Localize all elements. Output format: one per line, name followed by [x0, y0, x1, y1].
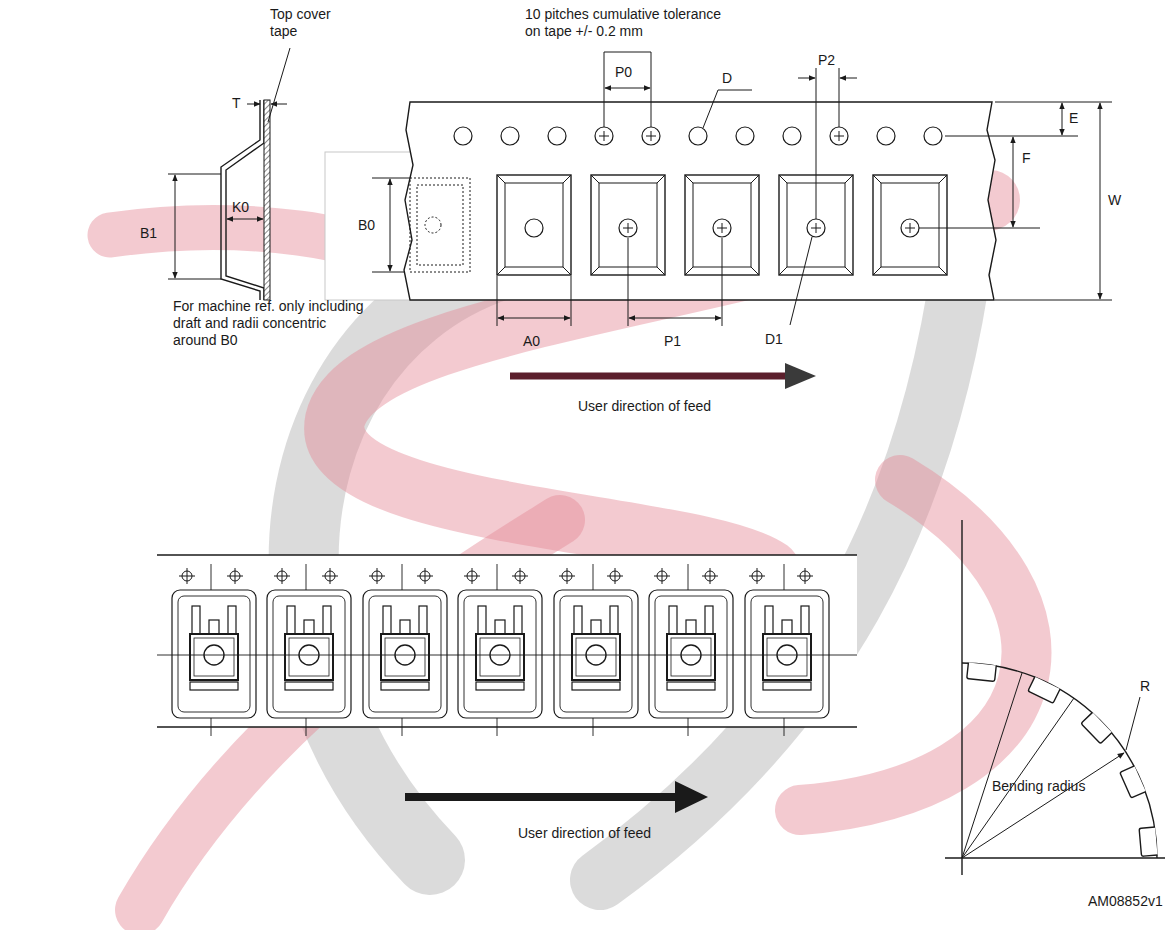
dimension-label: T: [232, 95, 241, 112]
machine-note: For machine ref. only including draft an…: [173, 298, 365, 348]
dimension-label: P1: [664, 333, 681, 350]
carrier-tape-top: [404, 102, 996, 300]
feed-arrow: [405, 781, 708, 813]
dimension-label: P0: [615, 64, 632, 81]
dimension-label: B1: [140, 225, 157, 242]
feed-direction-label: User direction of feed: [518, 825, 651, 842]
bending-radius-figure: [945, 520, 1165, 875]
dimension-label: W: [1108, 192, 1121, 209]
dimension-label: F: [1022, 150, 1031, 167]
dimension-label: E: [1069, 110, 1078, 127]
dimension-label: A0: [523, 333, 540, 350]
part-name: Top cover tape: [270, 6, 332, 40]
tolerance-note: 10 pitches cumulative tolerance on tape …: [525, 6, 725, 40]
tape-cross-section: [168, 48, 290, 300]
feed-arrow: [510, 363, 816, 389]
dimension-label: R: [1140, 678, 1150, 695]
dimension-label: D: [722, 70, 732, 87]
dimension-label: D1: [765, 331, 783, 348]
dimension-label: P2: [818, 52, 835, 69]
dimension-lines: [497, 52, 1112, 326]
carrier-tape-loaded: [157, 555, 857, 736]
logo-watermark: [110, 200, 1026, 910]
dimension-label: B0: [358, 217, 375, 234]
dimension-label: K0: [232, 199, 249, 216]
feed-direction-label: User direction of feed: [578, 398, 711, 415]
figure-caption: Bending radius: [992, 778, 1085, 795]
drawing-number: AM08852v1: [1088, 893, 1163, 910]
